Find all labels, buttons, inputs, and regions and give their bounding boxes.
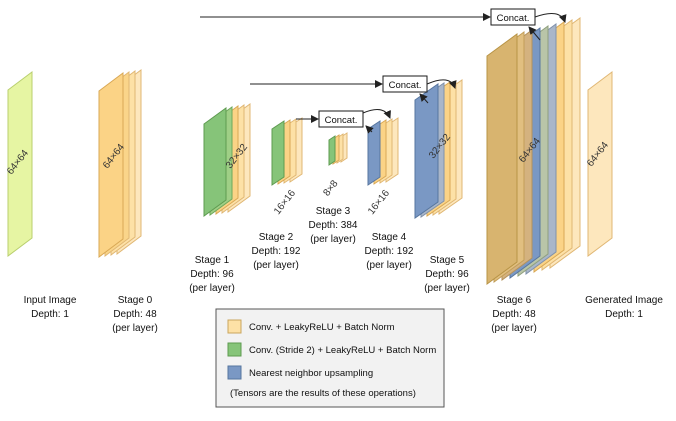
legend: Conv. + LeakyReLU + Batch Norm Conv. (St… [215, 308, 445, 408]
stage1-label-depth: Depth: 96 [190, 269, 234, 280]
legend-conv-label: Conv. + LeakyReLU + Batch Norm [249, 322, 395, 333]
legend-swatch-upsample [227, 365, 242, 380]
skip-connection-stage1: Concat. [250, 75, 457, 104]
stage4-tensor: 16×16 [366, 117, 399, 217]
stage3-label-title: Stage 3 [316, 206, 351, 217]
stage3-tensor: 8×8 [321, 132, 348, 199]
stage2-label-depth: Depth: 192 [252, 246, 301, 257]
stage6-label-depth: Depth: 48 [492, 309, 536, 320]
stage4-label-title: Stage 4 [372, 232, 407, 243]
stage1-label-title: Stage 1 [195, 255, 230, 266]
input-image-tensor: 64×64 [5, 71, 33, 257]
output-image-tensor: 64×64 [585, 71, 613, 257]
input-label-title: Input Image [24, 295, 77, 306]
skip-connection-stage2: Concat. [296, 108, 391, 134]
legend-box [215, 308, 445, 408]
output-label-depth: Depth: 1 [605, 309, 643, 320]
stage2-label-note: (per layer) [253, 260, 299, 271]
legend-note: (Tensors are the results of these operat… [230, 388, 416, 399]
stage5-label-depth: Depth: 96 [425, 269, 469, 280]
stage5-tensor: 32×32 [414, 79, 463, 219]
legend-swatch-conv [227, 319, 242, 334]
stage5-label-note: (per layer) [424, 283, 470, 294]
output-label-title: Generated Image [585, 295, 663, 306]
concat-label-top: Concat. [497, 13, 530, 24]
stage6-label-title: Stage 6 [497, 295, 532, 306]
stage-labels: Input Image Depth: 1 Stage 0 Depth: 48 (… [24, 206, 664, 334]
concat-label-middle: Concat. [389, 80, 422, 91]
stage6-tensor: 64×64 [486, 17, 581, 285]
stage0-label-title: Stage 0 [118, 295, 153, 306]
stage5-label-title: Stage 5 [430, 255, 465, 266]
stage2-tensor: 16×16 [271, 117, 303, 217]
stage2-label-title: Stage 2 [259, 232, 294, 243]
stage4-label-depth: Depth: 192 [365, 246, 414, 257]
legend-stride-label: Conv. (Stride 2) + LeakyReLU + Batch Nor… [249, 345, 436, 356]
stage3-label-depth: Depth: 384 [309, 220, 358, 231]
stage2-size-label: 16×16 [272, 188, 298, 217]
stage3-size-label: 8×8 [321, 178, 340, 198]
stage4-size-label: 16×16 [366, 188, 392, 217]
legend-swatch-stride [227, 342, 242, 357]
concat-box-bottom [318, 110, 364, 128]
input-label-depth: Depth: 1 [31, 309, 69, 320]
stage0-tensor: 64×64 [98, 69, 142, 258]
stage0-label-note: (per layer) [112, 323, 158, 334]
stage0-label-depth: Depth: 48 [113, 309, 157, 320]
concat-label-bottom: Concat. [325, 115, 358, 126]
skip-connection-stage0: Concat. [200, 8, 567, 41]
stage4-label-note: (per layer) [366, 260, 412, 271]
stage6-label-note: (per layer) [491, 323, 537, 334]
legend-upsample-label: Nearest neighbor upsampling [249, 368, 373, 379]
stage1-label-note: (per layer) [189, 283, 235, 294]
stage3-label-note: (per layer) [310, 234, 356, 245]
stage1-tensor: 32×32 [203, 103, 251, 217]
